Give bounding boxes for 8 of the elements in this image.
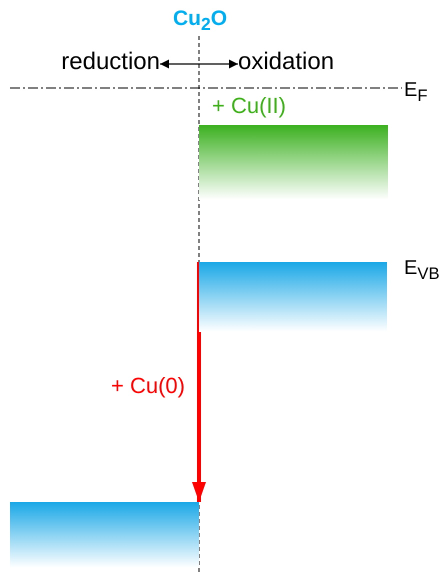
double-arrow: [160, 60, 238, 68]
process-label: oxidation: [238, 44, 378, 80]
title: Cu$_{2}$O: [172, 6, 228, 36]
arrow: [192, 262, 206, 502]
energy-level-label: E$_{F}$: [404, 78, 428, 107]
energy-level-label: E$_{VB}$: [404, 256, 440, 285]
process-label: reduction: [20, 44, 160, 80]
band-label: + Cu(II): [212, 92, 286, 120]
